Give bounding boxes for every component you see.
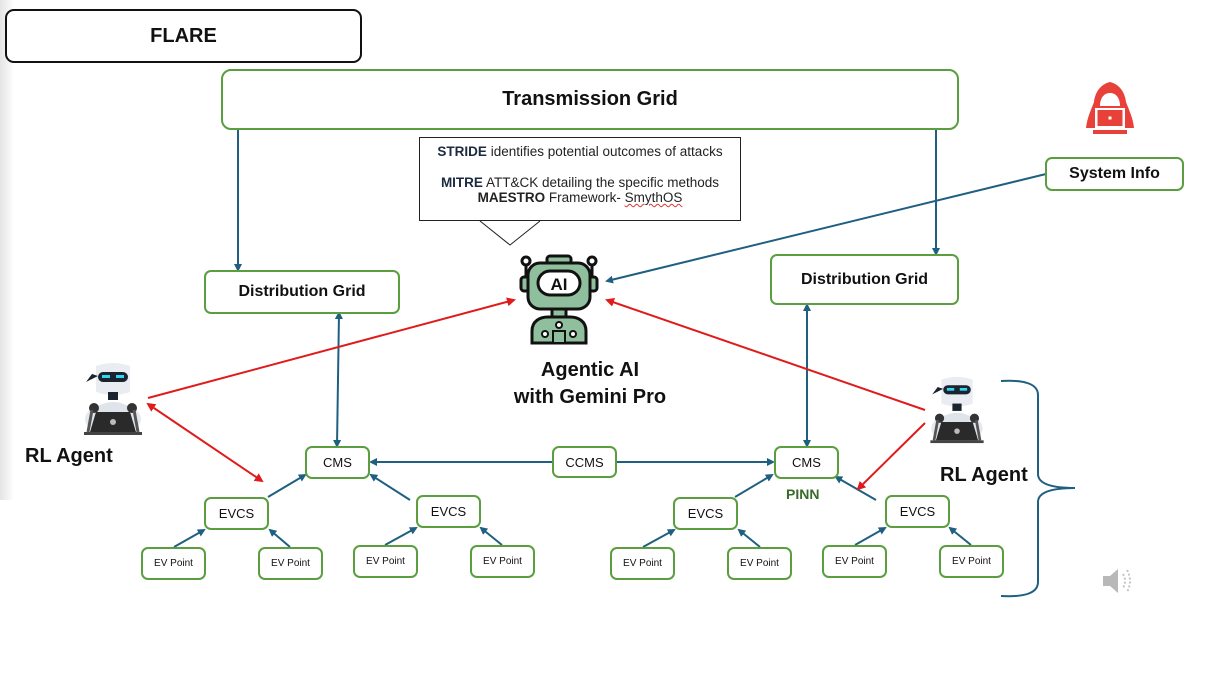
- attack-rl-left-to-ai: [147, 297, 516, 399]
- cms-left-node[interactable]: CMS: [305, 446, 370, 479]
- link-evp-evcs: [479, 526, 503, 546]
- title-box: FLARE: [5, 9, 362, 63]
- ccms-label: CCMS: [565, 454, 604, 470]
- distribution-grid-right-node[interactable]: Distribution Grid: [770, 254, 959, 305]
- smythos-text: SmythOS: [624, 190, 683, 205]
- evcs-label: EVCS: [899, 504, 936, 519]
- mitre-term: MITRE: [440, 175, 483, 190]
- evcs-label: EVCS: [218, 506, 255, 521]
- distribution-grid-right-label: Distribution Grid: [800, 270, 929, 288]
- evcs-node[interactable]: EVCS: [204, 497, 269, 530]
- rl-agent-right-icon: [930, 376, 984, 444]
- maestro-term: MAESTRO: [477, 190, 546, 205]
- attack-rl-left-to-evcs: [146, 402, 264, 483]
- ev-point-label: EV Point: [154, 558, 193, 569]
- ev-point-node[interactable]: EV Point: [822, 545, 887, 578]
- ev-point-node[interactable]: EV Point: [141, 547, 206, 580]
- evcs-node[interactable]: EVCS: [416, 495, 481, 528]
- link-sysinfo-ai: [605, 173, 1047, 284]
- link-evp-evcs: [854, 527, 887, 546]
- link-evp-evcs: [268, 528, 291, 548]
- agentic-ai-label: Agentic AI with Gemini Pro: [460, 357, 720, 411]
- rl-agent-right-label: RL Agent: [940, 464, 1028, 486]
- hacker-icon: [1086, 82, 1134, 134]
- agentic-ai-line1: Agentic AI: [540, 359, 640, 381]
- evcs-node[interactable]: EVCS: [673, 497, 738, 530]
- ev-point-label: EV Point: [623, 558, 662, 569]
- stride-term: STRIDE: [437, 144, 487, 159]
- agentic-ai-line2: with Gemini Pro: [513, 386, 667, 408]
- evcs-node[interactable]: EVCS: [885, 495, 950, 528]
- ev-point-node[interactable]: EV Point: [939, 545, 1004, 578]
- link-evcs-cms: [834, 476, 877, 501]
- link-evp-evcs: [737, 528, 761, 548]
- speaker-icon[interactable]: [1100, 565, 1136, 597]
- page-title: FLARE: [150, 24, 217, 47]
- framework-callout: STRIDE identifies potential outcomes of …: [419, 137, 741, 221]
- ev-point-node[interactable]: EV Point: [353, 545, 418, 578]
- right-brace: [1000, 379, 1076, 598]
- mitre-text: ATT&CK detailing the specific methods: [482, 175, 720, 190]
- stride-text: identifies potential outcomes of attacks: [486, 144, 723, 159]
- ev-point-node[interactable]: EV Point: [470, 545, 535, 578]
- attack-rl-right-to-ai: [605, 298, 926, 411]
- ai-robot-icon: AI: [519, 254, 599, 345]
- rl-agent-left-label: RL Agent: [25, 445, 113, 467]
- evcs-label: EVCS: [687, 506, 724, 521]
- link-evcs-cms: [734, 473, 774, 498]
- link-evcs-cms: [267, 473, 307, 498]
- link-evp-evcs: [173, 529, 206, 548]
- link-evp-evcs: [384, 527, 418, 546]
- callout-tail: [479, 220, 541, 246]
- link-evp-evcs: [948, 526, 972, 546]
- attack-rl-right-to-cms: [856, 422, 926, 491]
- ev-point-node[interactable]: EV Point: [258, 547, 323, 580]
- slide-edge-shadow: [0, 0, 14, 500]
- cms-right-label: CMS: [792, 455, 821, 470]
- system-info-label: System Info: [1069, 165, 1160, 182]
- pinn-label: PINN: [786, 486, 820, 502]
- callout-line-mitre: MITRE ATT&CK detailing the specific meth…: [420, 175, 740, 190]
- distribution-grid-left-label: Distribution Grid: [238, 283, 366, 300]
- callout-line-maestro: MAESTRO Framework- SmythOS: [420, 190, 740, 205]
- ai-icon-text: AI: [551, 275, 568, 294]
- maestro-text: Framework-: [545, 190, 625, 205]
- evcs-label: EVCS: [430, 504, 467, 519]
- cms-right-node[interactable]: CMS: [774, 446, 839, 479]
- ev-point-label: EV Point: [271, 558, 310, 569]
- rl-agent-left-icon: [84, 363, 142, 435]
- link-dgrid-cms-left: [333, 311, 343, 448]
- transmission-grid-label: Transmission Grid: [502, 88, 678, 110]
- ev-point-label: EV Point: [483, 556, 522, 567]
- ev-point-label: EV Point: [366, 556, 405, 567]
- ev-point-node[interactable]: EV Point: [610, 547, 675, 580]
- distribution-grid-left-node[interactable]: Distribution Grid: [204, 270, 400, 314]
- system-info-node[interactable]: System Info: [1045, 157, 1184, 191]
- link-evcs-cms: [369, 473, 411, 501]
- link-evp-evcs: [642, 529, 676, 548]
- callout-line-stride: STRIDE identifies potential outcomes of …: [420, 144, 740, 159]
- ev-point-label: EV Point: [740, 558, 779, 569]
- ev-point-label: EV Point: [835, 556, 874, 567]
- ev-point-node[interactable]: EV Point: [727, 547, 792, 580]
- ccms-node[interactable]: CCMS: [552, 446, 617, 478]
- transmission-grid-node[interactable]: Transmission Grid: [221, 69, 959, 130]
- cms-left-label: CMS: [323, 455, 352, 470]
- ev-point-label: EV Point: [952, 556, 991, 567]
